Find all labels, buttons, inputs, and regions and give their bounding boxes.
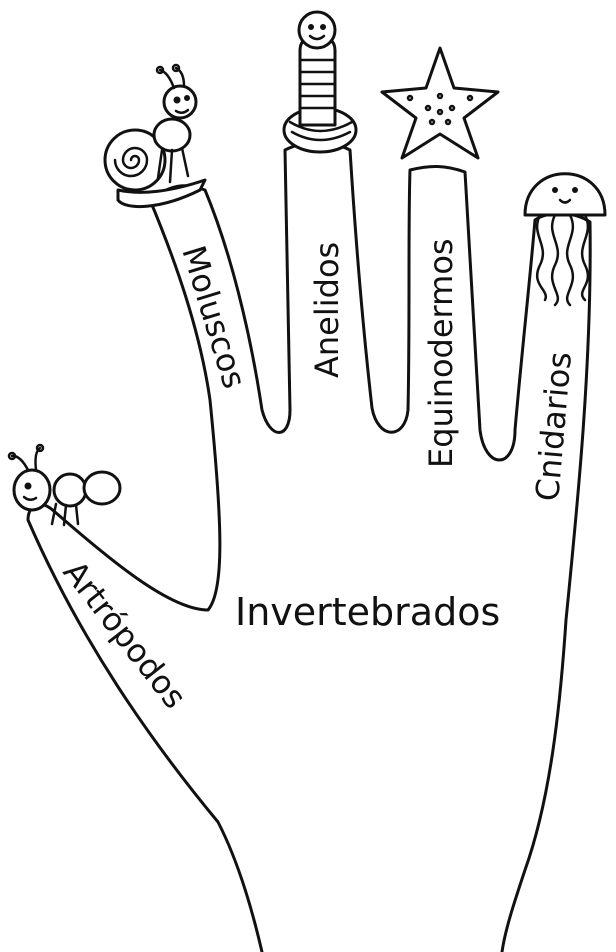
- snail-icon: [105, 65, 205, 207]
- ant-icon: [9, 445, 120, 525]
- starfish-icon: [382, 48, 498, 158]
- label-equinodermos: Equinodermos: [422, 238, 460, 468]
- worm-icon: [284, 12, 356, 152]
- label-anelidos: Anelidos: [308, 242, 346, 378]
- label-invertebrados: Invertebrados: [235, 590, 500, 634]
